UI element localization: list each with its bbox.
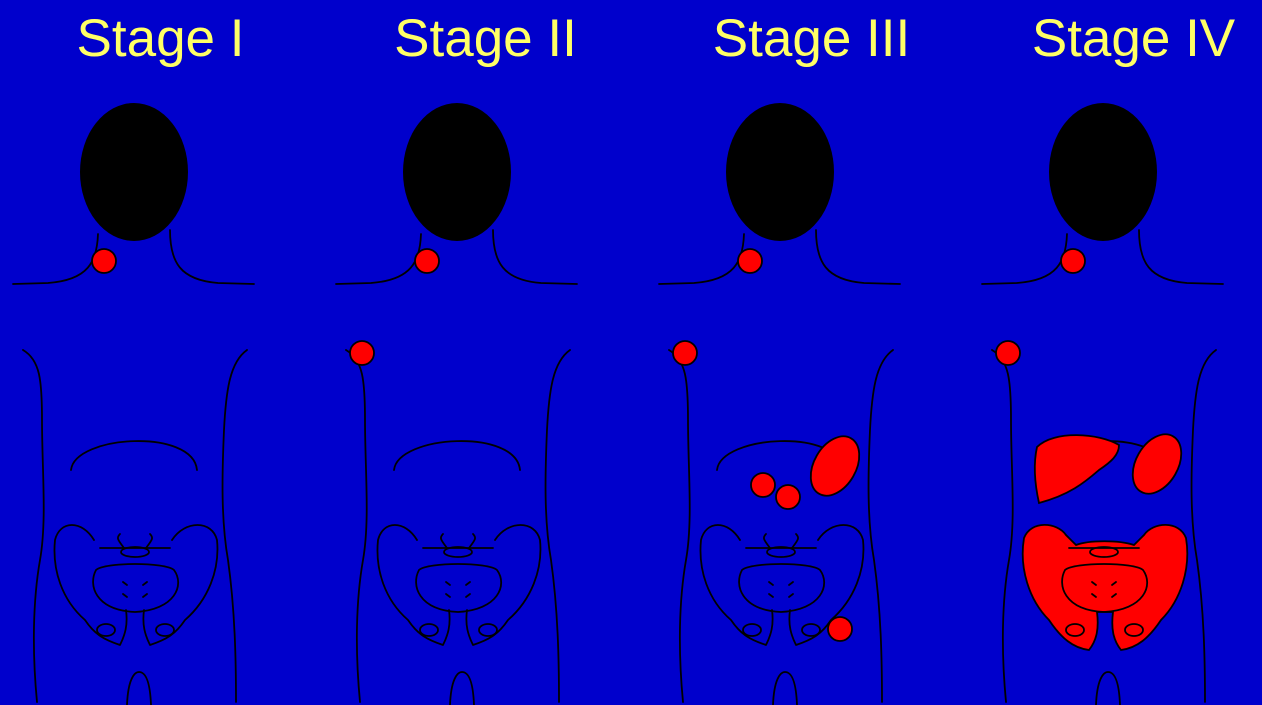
pelvis: [377, 525, 540, 645]
lymph-node-neck: [92, 249, 116, 273]
torso: [992, 350, 1216, 705]
lymph-node-inguinal: [828, 617, 852, 641]
stage-3-panel: Stage III: [646, 0, 961, 705]
diaphragm: [71, 441, 197, 470]
head-neck: [982, 103, 1223, 284]
neck-shoulder-right: [170, 230, 254, 284]
lymph-node-abdominal-2: [776, 485, 800, 509]
head-neck: [13, 103, 254, 284]
torso-right-side: [223, 350, 247, 702]
stage-2-figure: [323, 0, 638, 705]
lymph-node-abdominal-1: [751, 473, 775, 497]
involved-sites: [350, 249, 439, 365]
head: [403, 103, 511, 241]
torso: [669, 350, 893, 705]
stage-2-panel: Stage II: [323, 0, 638, 705]
spleen: [1123, 426, 1191, 502]
lymph-node-axilla: [673, 341, 697, 365]
pelvis: [54, 525, 217, 645]
lymph-node-neck: [1061, 249, 1085, 273]
involved-sites: [673, 249, 869, 641]
crotch: [127, 672, 151, 705]
stage-1-panel: Stage I: [0, 0, 315, 705]
lymph-node-neck: [415, 249, 439, 273]
spleen: [801, 428, 869, 504]
neck-shoulder-left: [13, 234, 98, 284]
stage-1-figure: [0, 0, 315, 705]
lymph-node-neck: [738, 249, 762, 273]
liver: [1035, 435, 1119, 503]
head-neck: [659, 103, 900, 284]
pelvis-bone: [1023, 525, 1188, 650]
head: [80, 103, 188, 241]
involved-sites: [92, 249, 116, 273]
torso-left-side: [23, 350, 44, 702]
stage-4-panel: Stage IV: [969, 0, 1262, 705]
torso: [346, 350, 570, 705]
head: [1049, 103, 1157, 241]
lymph-node-axilla: [996, 341, 1020, 365]
head-neck: [336, 103, 577, 284]
lymph-node-axilla: [350, 341, 374, 365]
torso: [23, 350, 247, 705]
stage-3-figure: [646, 0, 961, 705]
stage-4-figure: [969, 0, 1262, 705]
head: [726, 103, 834, 241]
involved-sites: [996, 249, 1191, 650]
